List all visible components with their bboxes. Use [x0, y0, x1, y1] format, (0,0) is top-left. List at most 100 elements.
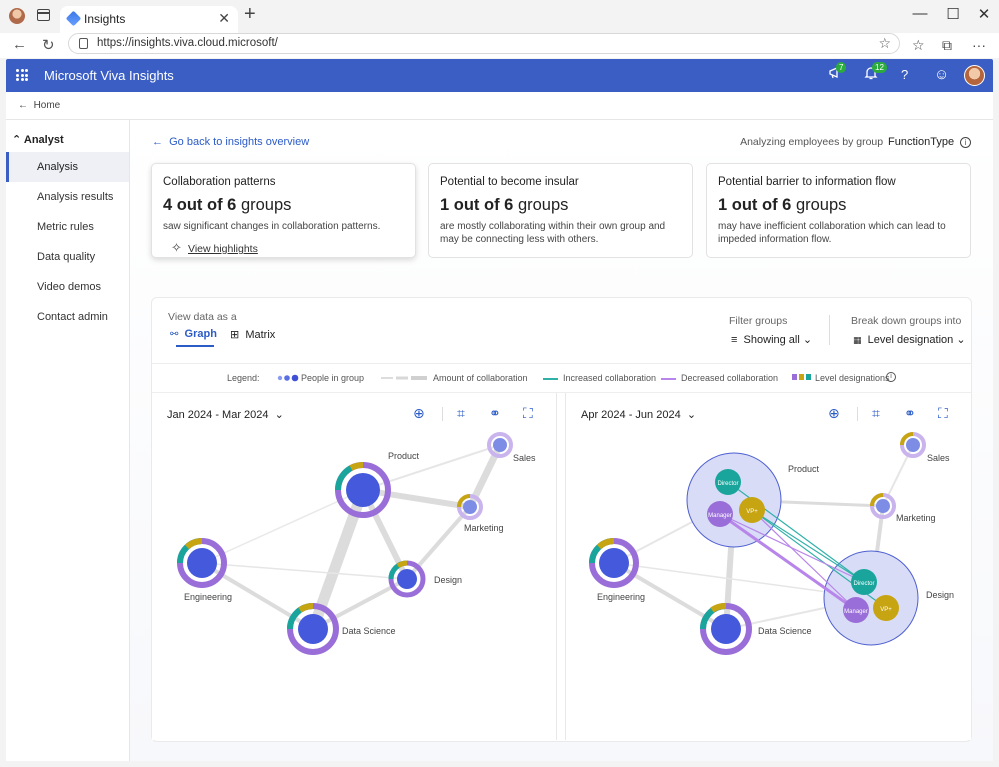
app-header: Microsoft Viva Insights 7 12 ? ☺ — [6, 59, 993, 92]
node-marketing[interactable] — [870, 493, 896, 519]
node-label-marketing: Marketing — [464, 523, 504, 533]
refresh-icon[interactable]: ↻ — [42, 37, 55, 54]
tab-indicator — [176, 345, 214, 347]
node-sales[interactable] — [900, 432, 926, 458]
node-engineering[interactable] — [177, 538, 227, 588]
sidebar-item-metric-rules[interactable]: Metric rules — [37, 221, 94, 233]
sidebar: ⌃ Analyst Analysis Analysis results Metr… — [6, 120, 130, 761]
browser-tab-insights[interactable]: Insights ✕ — [60, 6, 238, 33]
sidebar-item-video-demos[interactable]: Video demos — [37, 281, 102, 293]
back-arrow-icon[interactable]: ← — [12, 36, 27, 53]
favorite-star-icon[interactable]: ☆ — [878, 35, 891, 51]
minimize-icon[interactable]: — — [912, 5, 928, 22]
node-product[interactable] — [334, 461, 391, 518]
level-director-product[interactable] — [715, 469, 741, 495]
node-sales[interactable] — [487, 432, 513, 458]
window-close-icon[interactable]: ✕ — [977, 6, 991, 23]
edge — [362, 487, 471, 510]
legend-increased: Increased collaboration — [563, 373, 657, 383]
notification-bell-icon[interactable]: 12 — [864, 62, 887, 84]
tab-title: Insights — [84, 12, 126, 26]
zoom-in-icon[interactable]: ⊕ — [413, 405, 425, 421]
legend-people: People in group — [301, 373, 365, 383]
node-data-science[interactable] — [287, 602, 339, 655]
page: ← Home ⌃ Analyst Analysis Analysis resul… — [6, 92, 993, 761]
tab-matrix[interactable]: ⊞ Matrix — [230, 328, 275, 341]
card-count-unit: groups — [240, 196, 292, 214]
breadcrumb-home[interactable]: ← Home — [18, 100, 60, 111]
sidebar-heading[interactable]: ⌃ Analyst — [12, 133, 64, 146]
view-highlights-link[interactable]: ✧ View highlights — [171, 240, 258, 255]
collections-icon[interactable]: ⧉ — [942, 37, 952, 53]
divider — [857, 407, 858, 421]
more-options-icon[interactable]: ··· — [972, 37, 986, 53]
node-label-product: Product — [388, 451, 420, 461]
connect-icon[interactable]: ⚭ — [904, 405, 916, 421]
sidebar-item-contact-admin[interactable]: Contact admin — [37, 311, 108, 323]
node-engineering[interactable] — [589, 538, 639, 588]
card-title: Collaboration patterns — [163, 176, 276, 188]
card-count: 1 out of 6 groups — [718, 196, 959, 215]
new-tab-icon[interactable]: + — [244, 3, 256, 25]
tab-graph[interactable]: ⚯ Graph — [170, 328, 217, 340]
screenshot-icon[interactable]: ⌗ — [457, 405, 465, 421]
period-dropdown-q1[interactable]: Jan 2024 - Mar 2024 ⌄ — [167, 408, 284, 421]
levels-icon: ▦ — [853, 335, 862, 345]
node-data-science[interactable] — [700, 603, 752, 655]
analyzing-value: FunctionType — [888, 136, 955, 148]
fullscreen-icon[interactable]: ⛶ — [523, 405, 533, 421]
node-label-engineering: Engineering — [597, 592, 645, 602]
node-label-data-science: Data Science — [758, 626, 812, 636]
back-to-overview-link[interactable]: ← Go back to insights overview — [152, 136, 309, 148]
period-label: Apr 2024 - Jun 2024 — [581, 409, 681, 421]
level-manager-product[interactable] — [707, 501, 733, 527]
breakdown-label: Break down groups into — [851, 315, 962, 327]
tab-close-icon[interactable]: ✕ — [218, 10, 230, 26]
filter-groups-dropdown[interactable]: ≡ Showing all ⌄ — [731, 333, 812, 346]
card-description: saw significant changes in collaboration… — [163, 221, 381, 232]
info-icon[interactable]: i — [886, 372, 896, 382]
level-vp-product[interactable] — [739, 497, 765, 523]
card-insular[interactable]: Potential to become insular 1 out of 6 g… — [428, 163, 693, 258]
fullscreen-icon[interactable]: ⛶ — [938, 405, 948, 421]
graph-q1: Jan 2024 - Mar 2024 ⌄ ⊕ ⌗ ⚭ ⛶ — [152, 393, 557, 740]
sidebar-item-analysis[interactable]: Analysis — [6, 152, 129, 182]
node-label-design: Design — [434, 575, 462, 585]
maximize-icon[interactable]: ☐ — [946, 6, 960, 23]
workspaces-icon[interactable] — [37, 9, 50, 21]
card-count-value: 1 out of 6 — [718, 196, 792, 214]
level-manager-design[interactable] — [843, 597, 869, 623]
favorites-icon[interactable]: ☆ — [912, 37, 925, 53]
card-information-barrier[interactable]: Potential barrier to information flow 1 … — [706, 163, 971, 258]
info-icon[interactable]: i — [960, 137, 971, 148]
feedback-smiley-icon[interactable]: ☺ — [934, 66, 950, 83]
card-count-value: 4 out of 6 — [163, 196, 237, 214]
node-design[interactable] — [388, 560, 426, 598]
announcement-icon[interactable]: 7 — [828, 62, 847, 84]
screenshot-icon[interactable]: ⌗ — [872, 405, 880, 421]
back-link-label: Go back to insights overview — [169, 136, 310, 148]
profile-avatar[interactable] — [9, 8, 25, 24]
browser-addressbar: ← ↻ https://insights.viva.cloud.microsof… — [0, 33, 999, 58]
zoom-in-icon[interactable]: ⊕ — [828, 405, 840, 421]
level-vp-design[interactable] — [873, 595, 899, 621]
help-icon[interactable]: ? — [901, 67, 909, 82]
tab-matrix-label: Matrix — [245, 329, 276, 341]
period-dropdown-q2[interactable]: Apr 2024 - Jun 2024 ⌄ — [581, 408, 696, 421]
sidebar-item-analysis-results[interactable]: Analysis results — [37, 191, 114, 203]
sidebar-item-data-quality[interactable]: Data quality — [37, 251, 96, 263]
url-text: https://insights.viva.cloud.microsoft/ — [97, 37, 278, 49]
app-launcher-icon[interactable] — [16, 69, 28, 81]
level-director-design[interactable] — [851, 569, 877, 595]
card-collaboration-patterns[interactable]: Collaboration patterns 4 out of 6 groups… — [151, 163, 416, 258]
breakdown-dropdown[interactable]: ▦ Level designation ⌄ — [853, 333, 966, 346]
period-label: Jan 2024 - Mar 2024 — [167, 409, 269, 421]
node-marketing[interactable] — [457, 494, 483, 520]
main-content: ← Go back to insights overview Analyzing… — [130, 120, 993, 761]
user-avatar[interactable] — [964, 65, 985, 86]
url-input[interactable]: https://insights.viva.cloud.microsoft/ ☆ — [68, 33, 900, 54]
connect-icon[interactable]: ⚭ — [489, 405, 501, 421]
notification-badge: 12 — [872, 62, 887, 73]
chevron-up-icon: ⌃ — [12, 134, 22, 146]
node-product-expanded[interactable] — [686, 452, 782, 548]
